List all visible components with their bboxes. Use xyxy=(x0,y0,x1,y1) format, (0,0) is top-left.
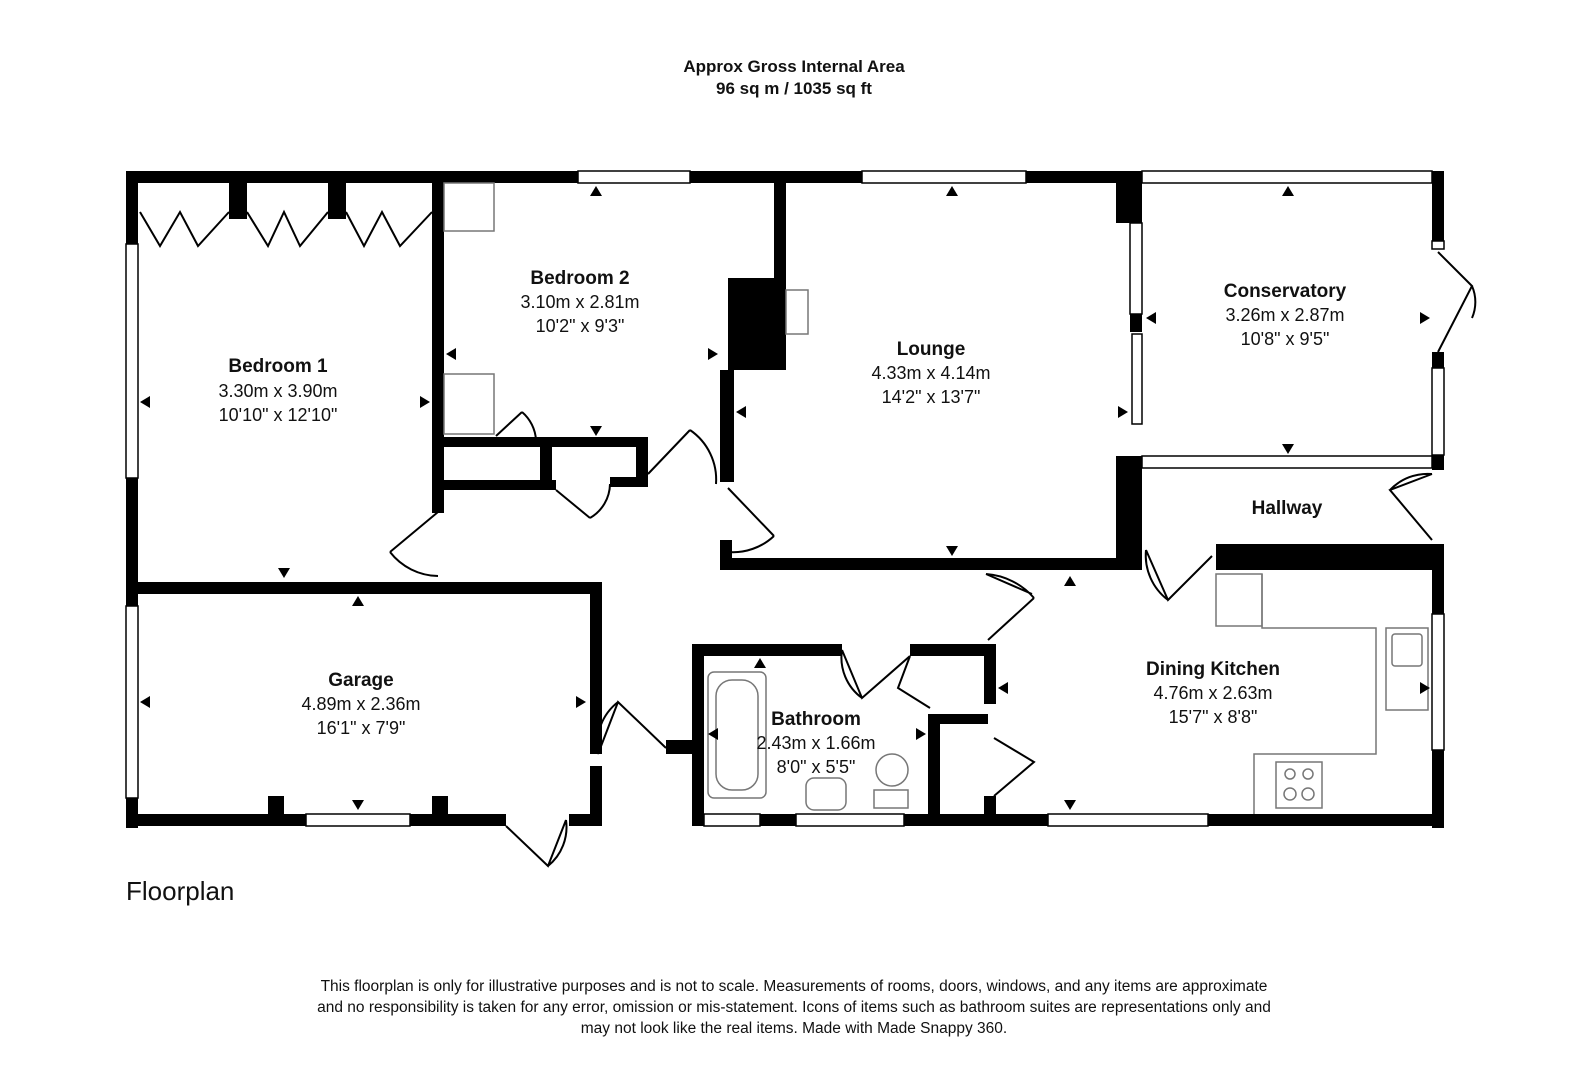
room-name: Bathroom xyxy=(771,709,861,730)
disclaimer-line: and no responsibility is taken for any e… xyxy=(317,999,1271,1016)
area-header: Approx Gross Internal Area 96 sq m / 103… xyxy=(0,56,1588,100)
sink-icon xyxy=(1385,627,1429,711)
room-name: Dining Kitchen xyxy=(1146,659,1280,680)
room-dimension-imperial: 10'8" x 9'5" xyxy=(1241,329,1330,349)
room-name: Bedroom 2 xyxy=(530,268,629,289)
room-dimension-metric: 4.89m x 2.36m xyxy=(301,694,420,714)
disclaimer: This floorplan is only for illustrative … xyxy=(0,976,1588,1039)
room-dimension-imperial: 8'0" x 5'5" xyxy=(777,757,856,777)
room-dimension-metric: 3.30m x 3.90m xyxy=(218,381,337,401)
room-name: Garage xyxy=(328,670,393,691)
room-dimension-metric: 2.43m x 1.66m xyxy=(756,733,875,753)
windows xyxy=(125,170,1445,827)
room-dimension-imperial: 10'10" x 12'10" xyxy=(219,405,338,425)
room-bedroom1: Bedroom 1 3.30m x 3.90m 10'10" x 12'10" xyxy=(218,356,337,425)
room-dining-kitchen: Dining Kitchen 4.76m x 2.63m 15'7" x 8'8… xyxy=(1146,659,1280,727)
hob-icon xyxy=(1275,761,1323,809)
fireplace-icon xyxy=(785,289,809,335)
plan-caption: Floorplan xyxy=(126,876,235,906)
area-title: Approx Gross Internal Area xyxy=(683,57,905,76)
room-name: Hallway xyxy=(1252,498,1323,519)
room-name: Lounge xyxy=(897,339,966,360)
room-hallway: Hallway xyxy=(1252,498,1323,519)
room-dimension-metric: 4.76m x 2.63m xyxy=(1153,683,1272,703)
room-dimension-metric: 3.26m x 2.87m xyxy=(1225,305,1344,325)
bedside-icon xyxy=(443,182,495,232)
room-bathroom: Bathroom 2.43m x 1.66m 8'0" x 5'5" xyxy=(756,709,875,777)
area-value: 96 sq m / 1035 sq ft xyxy=(716,79,872,98)
toilet-icon xyxy=(875,753,909,787)
room-dimension-metric: 3.10m x 2.81m xyxy=(520,292,639,312)
disclaimer-line: may not look like the real items. Made w… xyxy=(580,1020,1008,1037)
room-lounge: Lounge 4.33m x 4.14m 14'2" x 13'7" xyxy=(871,339,990,407)
room-dimension-imperial: 14'2" x 13'7" xyxy=(882,387,981,407)
room-bedroom2: Bedroom 2 3.10m x 2.81m 10'2" x 9'3" xyxy=(520,268,639,336)
bath-icon xyxy=(707,671,767,799)
room-dimension-imperial: 10'2" x 9'3" xyxy=(536,316,625,336)
measurement-arrows xyxy=(140,186,1430,810)
room-conservatory: Conservatory 3.26m x 2.87m 10'8" x 9'5" xyxy=(1224,281,1347,349)
disclaimer-line: This floorplan is only for illustrative … xyxy=(320,978,1268,995)
room-dimension-imperial: 15'7" x 8'8" xyxy=(1169,707,1258,727)
room-name: Bedroom 1 xyxy=(228,356,328,377)
room-garage: Garage 4.89m x 2.36m 16'1" x 7'9" xyxy=(301,670,420,738)
basin-icon xyxy=(805,777,847,811)
room-name: Conservatory xyxy=(1224,281,1347,302)
doors xyxy=(139,209,1477,868)
fixtures xyxy=(443,182,1429,814)
room-dimension-imperial: 16'1" x 7'9" xyxy=(317,718,406,738)
walls xyxy=(126,171,1444,828)
room-dimension-metric: 4.33m x 4.14m xyxy=(871,363,990,383)
